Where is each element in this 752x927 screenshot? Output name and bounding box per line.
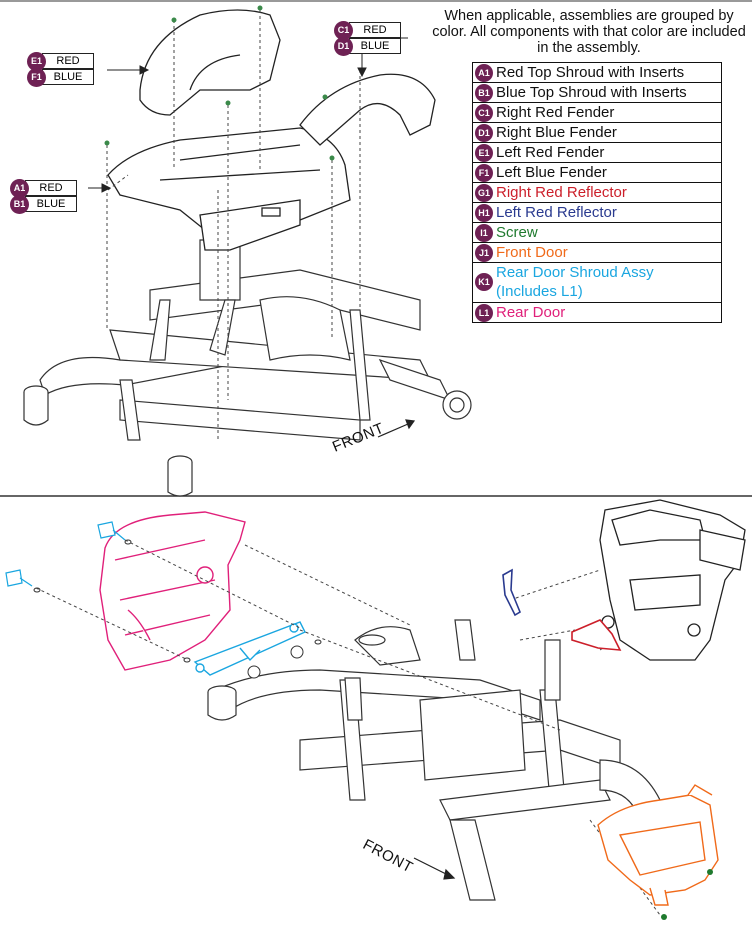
legend-row-g1: G1 Right Red Reflector [473, 183, 721, 203]
legend-badge: A1 [475, 63, 493, 82]
callout-row: E1 RED [27, 51, 94, 71]
legend-badge: D1 [475, 123, 493, 142]
callout-left-fender: E1 RED F1 BLUE [27, 51, 94, 87]
legend-table: A1 Red Top Shroud with Inserts B1 Blue T… [472, 62, 722, 323]
callout-badge: F1 [27, 67, 46, 87]
top-assembly-lines [106, 10, 361, 440]
left-fender [139, 9, 281, 116]
legend-row-d1: D1 Right Blue Fender [473, 123, 721, 143]
callout-color-label: RED [42, 53, 94, 69]
callout-badge: C1 [334, 20, 353, 40]
rear-door-small-parts [33, 539, 322, 679]
top-screws [104, 5, 335, 161]
top-shroud [107, 127, 351, 251]
legend-row-l1: L1 Rear Door [473, 303, 721, 323]
legend-badge: K1 [475, 273, 493, 291]
callout-badge: D1 [334, 36, 353, 56]
legend-label: Rear Door Shroud Assy (Includes L1) [496, 263, 654, 301]
legend-label-line1: Rear Door Shroud Assy [496, 264, 654, 281]
legend-badge: G1 [475, 183, 493, 202]
legend-row-h1: H1 Left Red Reflector [473, 203, 721, 223]
legend-row-e1: E1 Left Red Fender [473, 143, 721, 163]
legend-badge: C1 [475, 103, 493, 122]
legend-label: Blue Top Shroud with Inserts [496, 84, 687, 101]
left-reflector [502, 568, 522, 617]
legend-label: Left Red Reflector [496, 204, 617, 221]
callout-badge: E1 [27, 51, 46, 71]
callout-row: C1 RED [334, 20, 401, 40]
front-arrow-bottom [413, 857, 456, 880]
legend-badge: H1 [475, 203, 493, 222]
top-frame [23, 239, 472, 497]
legend-row-j1: J1 Front Door [473, 243, 721, 263]
callout-color-label: BLUE [349, 38, 401, 54]
legend-badge: I1 [475, 223, 493, 242]
legend-label: Right Red Reflector [496, 184, 627, 201]
right-fender [299, 73, 436, 146]
legend-badge: L1 [475, 303, 493, 322]
console-assembly [599, 499, 746, 661]
legend-row-k1: K1 Rear Door Shroud Assy (Includes L1) [473, 263, 721, 303]
rear-door-shroud [193, 621, 306, 676]
legend-label: Front Door [496, 244, 568, 261]
legend-label-line2: (Includes L1) [496, 283, 583, 300]
legend-badge: E1 [475, 143, 493, 162]
legend-badge: F1 [475, 163, 493, 182]
rear-bolts [5, 521, 126, 587]
legend-label: Screw [496, 224, 538, 241]
callout-row: B1 BLUE [10, 194, 77, 214]
legend-title: When applicable, assemblies are grouped … [432, 8, 746, 56]
legend-row-i1: I1 Screw [473, 223, 721, 243]
legend-badge: J1 [475, 243, 493, 262]
legend-row-b1: B1 Blue Top Shroud with Inserts [473, 83, 721, 103]
callout-color-label: BLUE [42, 69, 94, 85]
front-door [597, 784, 719, 906]
callout-row: A1 RED [10, 178, 77, 198]
callout-color-label: BLUE [25, 196, 77, 212]
callout-row: F1 BLUE [27, 67, 94, 87]
legend-label: Rear Door [496, 304, 566, 321]
legend-row-f1: F1 Left Blue Fender [473, 163, 721, 183]
legend-row-a1: A1 Red Top Shroud with Inserts [473, 63, 721, 83]
callout-color-label: RED [25, 180, 77, 196]
callout-right-fender: C1 RED D1 BLUE [334, 20, 401, 56]
callout-badge: B1 [10, 194, 29, 214]
front-screws [661, 869, 713, 920]
legend-label: Right Blue Fender [496, 124, 617, 141]
bottom-frame [207, 619, 666, 901]
legend-label: Red Top Shroud with Inserts [496, 64, 685, 81]
legend-row-c1: C1 Right Red Fender [473, 103, 721, 123]
callout-row: D1 BLUE [334, 36, 401, 56]
legend-label: Right Red Fender [496, 104, 615, 121]
callout-color-label: RED [349, 22, 401, 38]
front-arrow-top [377, 419, 416, 438]
legend-badge: B1 [475, 83, 493, 102]
legend-label: Left Red Fender [496, 144, 605, 161]
rear-door [99, 511, 246, 671]
right-reflector [571, 619, 622, 651]
callout-badge: A1 [10, 178, 29, 198]
callout-top-shroud: A1 RED B1 BLUE [10, 178, 77, 214]
legend-label: Left Blue Fender [496, 164, 607, 181]
